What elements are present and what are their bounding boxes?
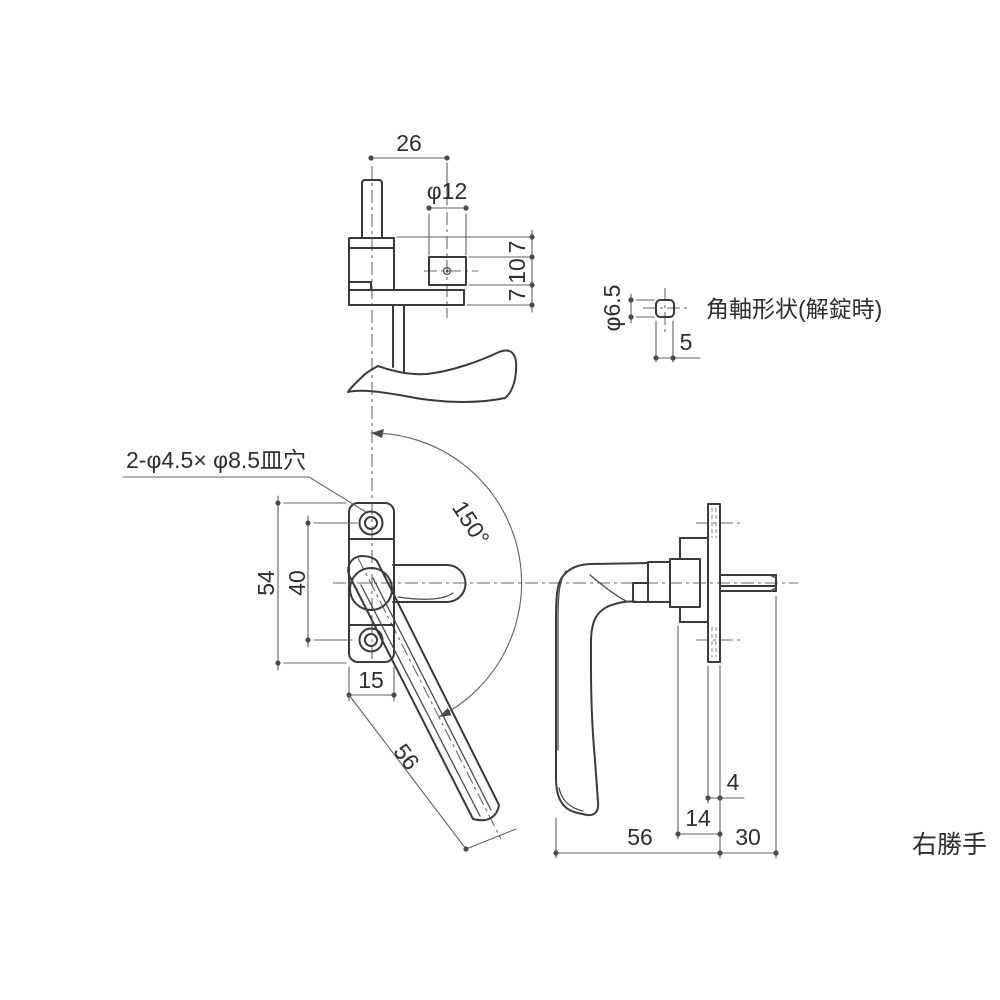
- pivot-boss: [428, 256, 467, 286]
- base-plate-steps: [348, 538, 395, 626]
- handle-rotated-inner-lines: [360, 577, 492, 817]
- hub-main-block: [669, 558, 701, 608]
- dim-56-side-label: 56: [627, 824, 653, 850]
- holes-note-label: 2-φ4.5× φ8.5皿穴: [126, 447, 306, 473]
- dim-7b-label: 7: [504, 289, 530, 302]
- dim-phi12-label: φ12: [427, 178, 468, 204]
- collar-notch: [348, 281, 372, 291]
- square-shaft-section: [655, 299, 675, 318]
- shaft-note-label: 角軸形状(解錠時): [706, 296, 882, 322]
- spindle-stem: [361, 179, 383, 239]
- dim-phi12-extensions: [428, 213, 467, 256]
- screw-hole-top-inner: [364, 516, 378, 530]
- dim-5-label: 5: [680, 329, 693, 355]
- handle-side-inner-corner: [589, 574, 627, 602]
- dim-phi65-extensions: [635, 299, 655, 318]
- dim-4-label: 4: [727, 769, 740, 795]
- top-view-dimensions: 26 φ12 7 10 7: [368, 130, 535, 313]
- center-lines: [333, 166, 798, 840]
- dim-14-label: 14: [685, 805, 711, 831]
- dim-5-extensions: [655, 320, 674, 363]
- hub-flange: [679, 537, 709, 623]
- dim-150deg-label: 150°: [447, 496, 495, 550]
- handle-side-profile: [555, 562, 649, 817]
- screw-hole-bottom-inner: [364, 633, 378, 647]
- square-shaft-side: [719, 574, 777, 592]
- dim-56-front-label: 56: [389, 739, 425, 775]
- swing-arc: [370, 432, 523, 718]
- handle-horizontal-position: [392, 564, 467, 603]
- dim-54-extensions: [283, 502, 347, 664]
- handle-rotated-position: [347, 555, 500, 822]
- handle-side-inner-edge: [557, 570, 567, 751]
- dim-phi65-label: φ6.5: [599, 285, 625, 332]
- swing-arc-arrow-top: [371, 429, 384, 438]
- square-shaft-detail: φ6.5 5 角軸形状(解錠時): [599, 285, 882, 363]
- dim-7a-label: 7: [504, 241, 530, 254]
- grip-top-profile: [347, 349, 518, 403]
- side-view-dimensions: 4 14 56 30: [553, 595, 779, 859]
- dim-56-front-extension: [465, 828, 517, 850]
- front-view: [347, 502, 500, 822]
- side-extension-lines: [555, 595, 777, 859]
- dim-40-label: 40: [284, 570, 310, 596]
- front-view-dimensions: 2-φ4.5× φ8.5皿穴 54 40 15 56 150°: [122, 429, 523, 852]
- dim-56-front-line: [348, 694, 467, 850]
- dim-30-label: 30: [735, 824, 761, 850]
- swing-arc-arrow-bottom: [439, 707, 452, 717]
- top-view: [347, 179, 518, 403]
- base-plate: [348, 502, 395, 663]
- pivot-boss-hole-center: [445, 269, 449, 273]
- hub-front-block: [647, 561, 671, 603]
- dim-10-label: 10: [504, 258, 530, 284]
- holes-leader-line: [122, 476, 367, 513]
- side-view: [555, 503, 777, 817]
- countersink-hidden-lines: [711, 508, 717, 657]
- handing-label: 右勝手: [912, 831, 987, 859]
- dim-7-10-7-extensions: [396, 236, 533, 306]
- hub-notch: [632, 582, 649, 603]
- dim-15-label: 15: [358, 667, 384, 693]
- dim-26-label: 26: [396, 130, 422, 156]
- pivot-boss-hole: [442, 266, 452, 276]
- square-shaft-chamfer: [769, 574, 777, 592]
- lever-axis-centerline: [357, 557, 502, 840]
- handle-side-tip-line: [558, 787, 584, 812]
- arm-bar: [348, 289, 465, 306]
- screw-hole-top-outer: [358, 510, 384, 536]
- dim-40-extensions: [313, 522, 358, 641]
- dim-54-label: 54: [253, 570, 279, 596]
- handle-horizontal-inner-line: [397, 592, 454, 600]
